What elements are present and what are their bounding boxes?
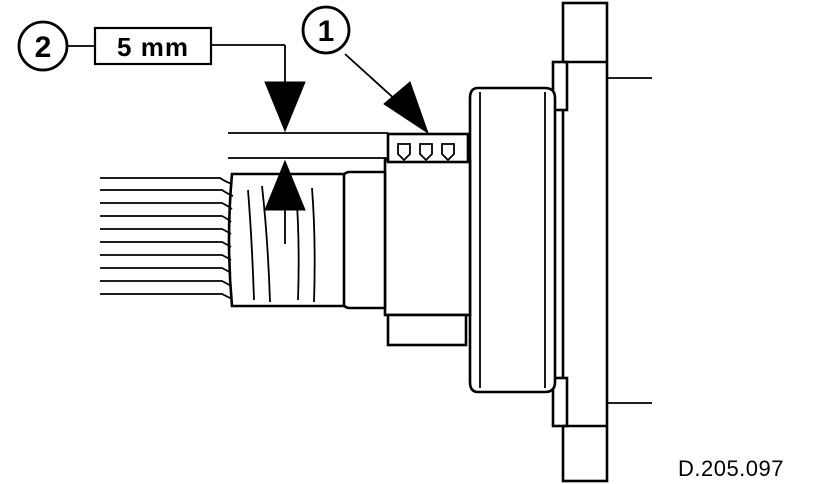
callout-2-number: 2 bbox=[35, 31, 52, 64]
flange-center-marks bbox=[607, 77, 652, 404]
shaft-body bbox=[227, 172, 346, 308]
dimension-arrow-down bbox=[264, 81, 306, 133]
dimension-arrow-up bbox=[264, 159, 306, 211]
callout-1-leader bbox=[344, 53, 429, 135]
bearing bbox=[468, 86, 557, 394]
shaft-step bbox=[340, 170, 387, 310]
splined-shaft-end bbox=[100, 177, 234, 300]
flange-plate bbox=[551, 1, 609, 483]
callout-2: 2 bbox=[17, 20, 95, 72]
hub-collar bbox=[383, 158, 472, 347]
dimension-label: 5 mm bbox=[93, 26, 213, 66]
figure-reference: D.205.097 bbox=[678, 456, 784, 481]
callout-1: 1 bbox=[301, 5, 351, 55]
marking-ring bbox=[386, 132, 470, 164]
dimension-value: 5 mm bbox=[117, 32, 189, 62]
callout-1-number: 1 bbox=[318, 15, 335, 48]
